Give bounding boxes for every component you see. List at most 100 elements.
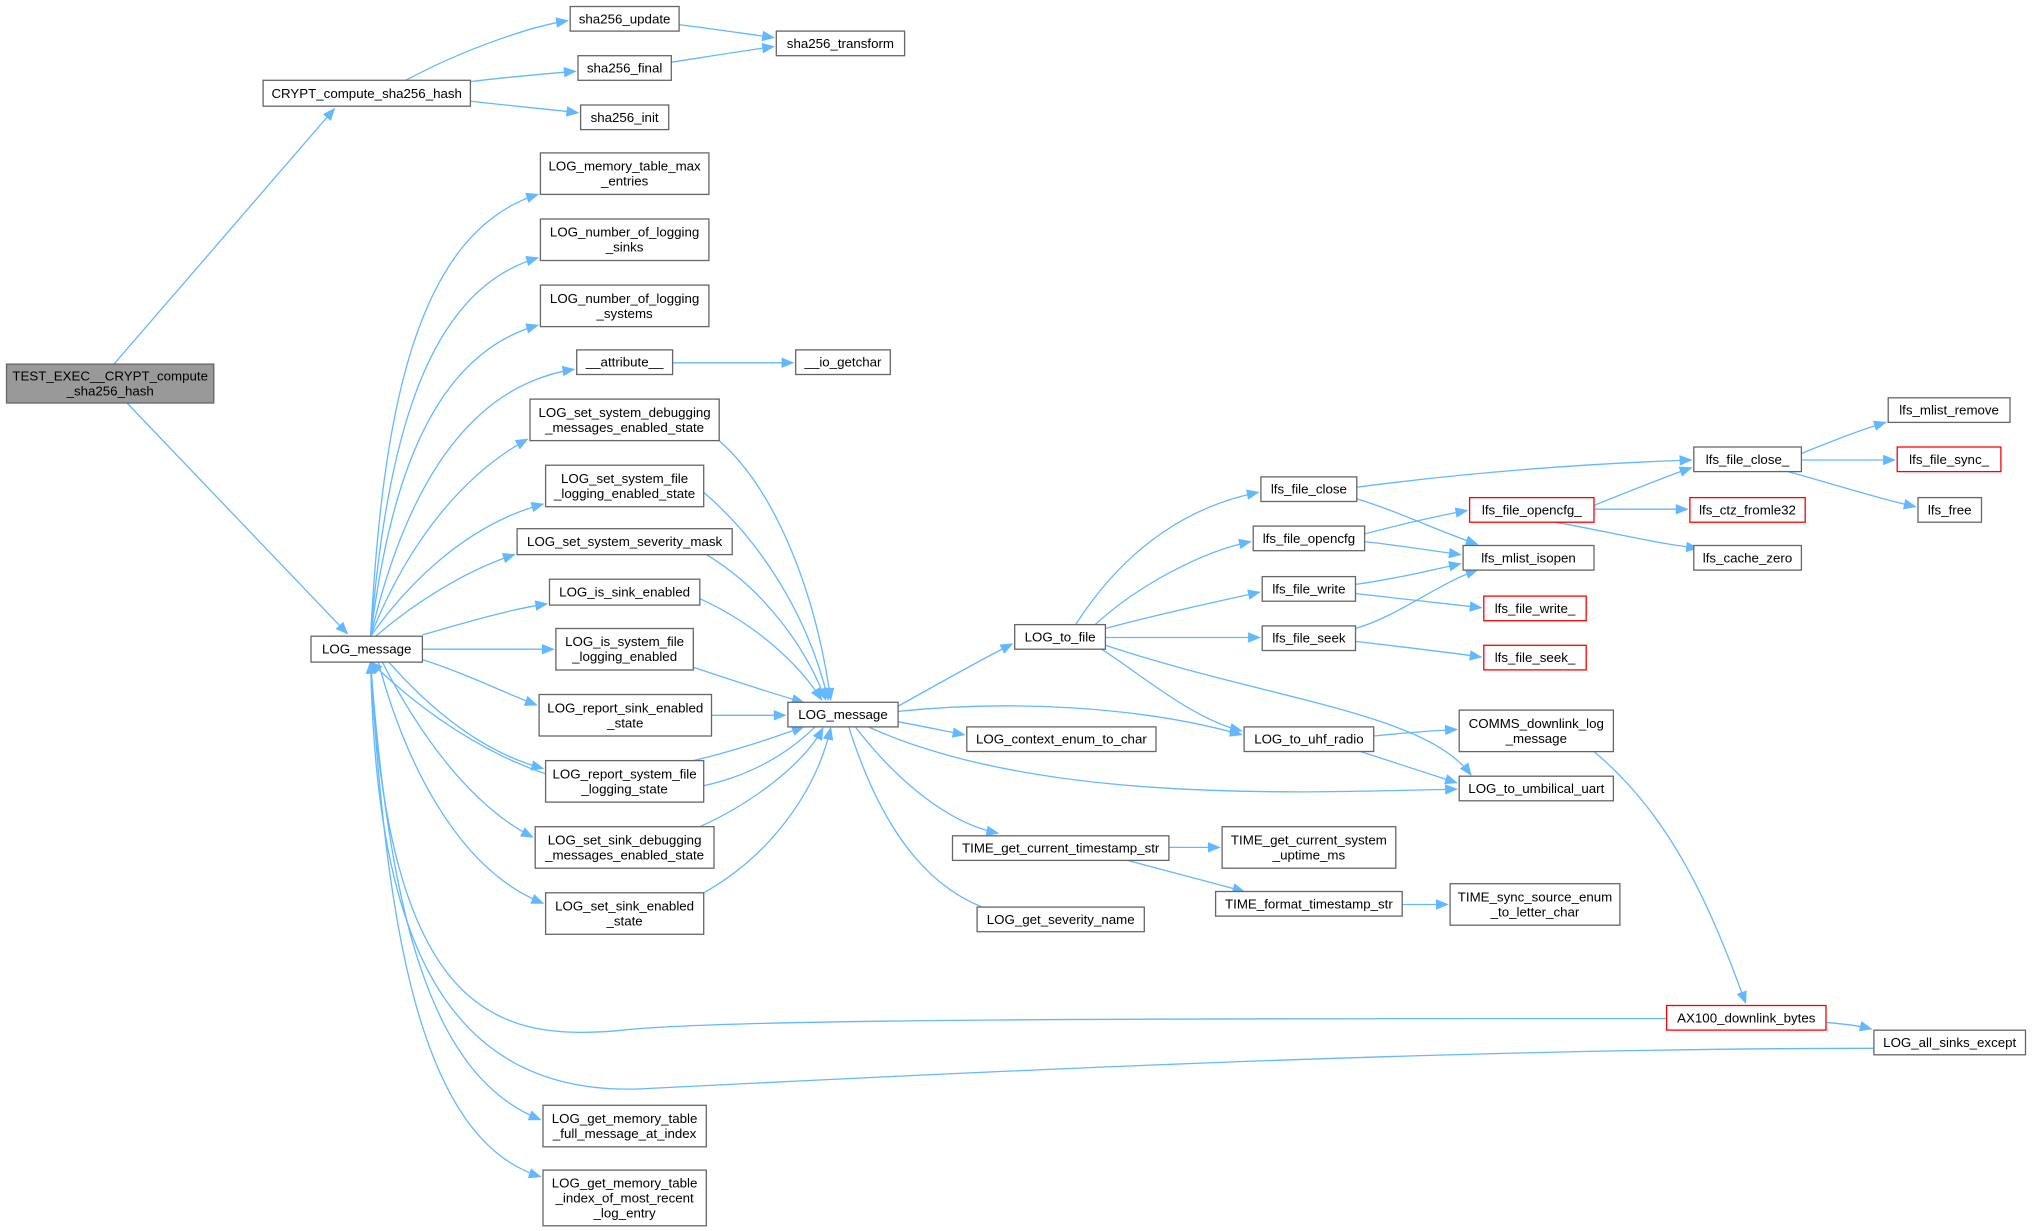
node-ax100[interactable]: AX100_downlink_bytes xyxy=(1665,1004,1827,1031)
node-sync-src[interactable]: TIME_sync_source_enum_to_letter_char xyxy=(1449,883,1621,926)
node-seek-[interactable]: lfs_file_seek_ xyxy=(1483,644,1587,671)
node-box[interactable] xyxy=(1693,446,1803,473)
node-mem-max[interactable]: LOG_memory_table_max_entries xyxy=(539,152,710,196)
node-is-sink-en[interactable]: LOG_is_sink_enabled xyxy=(548,578,701,606)
node-lfs-free[interactable]: lfs_free xyxy=(1917,496,1983,523)
node-box[interactable] xyxy=(534,826,715,869)
node-mlist-isopen[interactable]: lfs_mlist_isopen xyxy=(1462,544,1595,571)
node-box[interactable] xyxy=(1887,397,2011,424)
node-cache-zero[interactable]: lfs_cache_zero xyxy=(1693,544,1803,571)
node-write-[interactable]: lfs_file_write_ xyxy=(1483,595,1587,622)
node-mem-idx[interactable]: LOG_get_memory_table_index_of_most_recen… xyxy=(542,1169,707,1227)
node-ctz[interactable]: lfs_ctz_fromle32 xyxy=(1689,496,1806,523)
node-box[interactable] xyxy=(544,759,705,803)
node-box[interactable] xyxy=(1014,623,1107,650)
node-box[interactable] xyxy=(310,635,424,663)
node-log-msg-a[interactable]: LOG_message xyxy=(310,635,424,663)
node-box[interactable] xyxy=(544,892,705,935)
node-rep-sys-file[interactable]: LOG_report_system_file_logging_state xyxy=(544,759,705,803)
node-box[interactable] xyxy=(569,5,680,32)
node-log-msg-b[interactable]: LOG_message xyxy=(787,701,899,728)
node-box[interactable] xyxy=(516,528,733,556)
node-box[interactable] xyxy=(1689,496,1806,523)
node-set-sev-mask[interactable]: LOG_set_system_severity_mask xyxy=(516,528,733,556)
node-lfs-seek[interactable]: lfs_file_seek xyxy=(1261,625,1357,652)
node-box[interactable] xyxy=(1917,496,1983,523)
node-box[interactable] xyxy=(539,284,710,328)
node-box[interactable] xyxy=(1665,1004,1827,1031)
node-root[interactable]: TEST_EXEC__CRYPT_compute_sha256_hash xyxy=(5,363,215,404)
node-ts-fmt[interactable]: TIME_format_timestamp_str xyxy=(1214,890,1403,917)
node-lfs-close[interactable]: lfs_file_close xyxy=(1260,476,1358,503)
node-box[interactable] xyxy=(5,363,215,404)
node-box[interactable] xyxy=(1449,883,1621,926)
node-box[interactable] xyxy=(1873,1029,2027,1056)
node-box[interactable] xyxy=(966,726,1157,753)
node-box[interactable] xyxy=(795,349,891,376)
node-sha-init[interactable]: sha256_init xyxy=(579,104,670,131)
node-box[interactable] xyxy=(548,578,701,606)
node-uhf[interactable]: LOG_to_uhf_radio xyxy=(1243,726,1375,753)
node-sha-final[interactable]: sha256_final xyxy=(577,55,672,81)
node-box[interactable] xyxy=(1468,496,1595,523)
node-set-sink-en[interactable]: LOG_set_sink_enabled_state xyxy=(544,892,705,935)
node-box[interactable] xyxy=(787,701,899,728)
node-num-systems[interactable]: LOG_number_of_logging_systems xyxy=(539,284,710,328)
node-box[interactable] xyxy=(539,218,710,262)
node-box[interactable] xyxy=(775,30,906,57)
node-box[interactable] xyxy=(539,152,710,196)
node-is-sys-file[interactable]: LOG_is_system_file_logging_enabled xyxy=(555,627,694,671)
node-set-sink-dbg[interactable]: LOG_set_sink_debugging_messages_enabled_… xyxy=(534,826,715,869)
node-box[interactable] xyxy=(576,349,674,376)
node-sha-update[interactable]: sha256_update xyxy=(569,5,680,32)
node-mem-full[interactable]: LOG_get_memory_table_full_message_at_ind… xyxy=(542,1104,707,1148)
node-num-sinks[interactable]: LOG_number_of_logging_sinks xyxy=(539,218,710,262)
node-mlist-remove[interactable]: lfs_mlist_remove xyxy=(1887,397,2011,424)
node-all-sinks[interactable]: LOG_all_sinks_except xyxy=(1873,1029,2027,1056)
node-box[interactable] xyxy=(1693,544,1803,571)
node-close-[interactable]: lfs_file_close_ xyxy=(1693,446,1803,473)
node-box[interactable] xyxy=(1252,525,1366,552)
node-box[interactable] xyxy=(1483,595,1587,622)
node-box[interactable] xyxy=(1214,890,1403,917)
node-box[interactable] xyxy=(976,906,1145,933)
node-rep-sink[interactable]: LOG_report_sink_enabled_state xyxy=(538,693,713,737)
node-umb[interactable]: LOG_to_umbilical_uart xyxy=(1458,775,1615,802)
node-uptime[interactable]: TIME_get_current_system_uptime_ms xyxy=(1221,826,1397,869)
node-opencfg-[interactable]: lfs_file_opencfg_ xyxy=(1468,496,1595,523)
node-box[interactable] xyxy=(1458,775,1615,802)
node-box[interactable] xyxy=(1483,644,1587,671)
node-box[interactable] xyxy=(1261,575,1357,602)
node-box[interactable] xyxy=(544,464,705,508)
node-sync-[interactable]: lfs_file_sync_ xyxy=(1896,446,2002,473)
node-set-sys-file[interactable]: LOG_set_system_file_logging_enabled_stat… xyxy=(544,464,705,508)
node-box[interactable] xyxy=(951,835,1170,862)
node-sev-name[interactable]: LOG_get_severity_name xyxy=(976,906,1145,933)
node-box[interactable] xyxy=(577,55,672,81)
node-attribute[interactable]: __attribute__ xyxy=(576,349,674,376)
node-set-sys-dbg[interactable]: LOG_set_system_debugging_messages_enable… xyxy=(529,398,720,442)
node-box[interactable] xyxy=(262,79,472,107)
node-box[interactable] xyxy=(1896,446,2002,473)
node-box[interactable] xyxy=(579,104,670,131)
node-log-to-file[interactable]: LOG_to_file xyxy=(1014,623,1107,650)
node-box[interactable] xyxy=(1221,826,1397,869)
node-sha-transform[interactable]: sha256_transform xyxy=(775,30,906,57)
node-box[interactable] xyxy=(529,398,720,442)
node-ctx-enum[interactable]: LOG_context_enum_to_char xyxy=(966,726,1157,753)
node-lfs-write[interactable]: lfs_file_write xyxy=(1261,575,1357,602)
node-box[interactable] xyxy=(1260,476,1358,503)
node-box[interactable] xyxy=(542,1104,707,1148)
node-box[interactable] xyxy=(1462,544,1595,571)
node-box[interactable] xyxy=(555,627,694,671)
node-crypt[interactable]: CRYPT_compute_sha256_hash xyxy=(262,79,472,107)
node-box[interactable] xyxy=(538,693,713,737)
node-io-getchar[interactable]: __io_getchar xyxy=(795,349,891,376)
node-comms[interactable]: COMMS_downlink_log_message xyxy=(1458,709,1615,753)
node-box[interactable] xyxy=(542,1169,707,1227)
node-time-ts[interactable]: TIME_get_current_timestamp_str xyxy=(951,835,1170,862)
node-box[interactable] xyxy=(1243,726,1375,753)
node-lfs-opencfg[interactable]: lfs_file_opencfg xyxy=(1252,525,1366,552)
node-box[interactable] xyxy=(1458,709,1615,753)
node-box[interactable] xyxy=(1261,625,1357,652)
